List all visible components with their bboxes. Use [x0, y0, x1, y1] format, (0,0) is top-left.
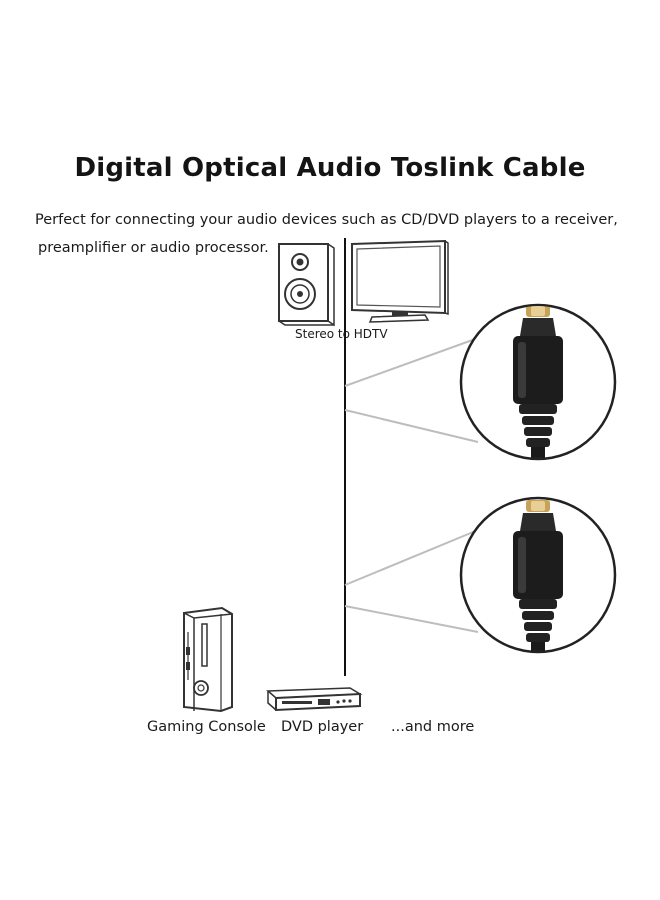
description-line-1: Perfect for connecting your audio device… — [35, 212, 618, 228]
label-dvd-player: DVD player — [281, 719, 364, 735]
description: Perfect for connecting your audio device… — [35, 206, 635, 262]
zoom-lines-bottom — [344, 529, 479, 633]
gaming-console-icon — [183, 606, 233, 713]
label-gaming-console: Gaming Console — [147, 719, 266, 735]
description-line-2: preamplifier or audio processor. — [38, 240, 269, 256]
toslink-plug-icon-2 — [459, 496, 617, 654]
tv-icon — [351, 239, 449, 323]
zoom-lines-top — [344, 337, 479, 443]
page-title: Digital Optical Audio Toslink Cable — [74, 153, 586, 183]
toslink-plug-icon — [459, 303, 617, 461]
speaker-icon — [278, 243, 335, 327]
dvd-player-icon — [266, 687, 363, 712]
label-stereo-hdtv: Stereo to HDTV — [295, 327, 388, 341]
label-and-more: ...and more — [391, 719, 475, 735]
